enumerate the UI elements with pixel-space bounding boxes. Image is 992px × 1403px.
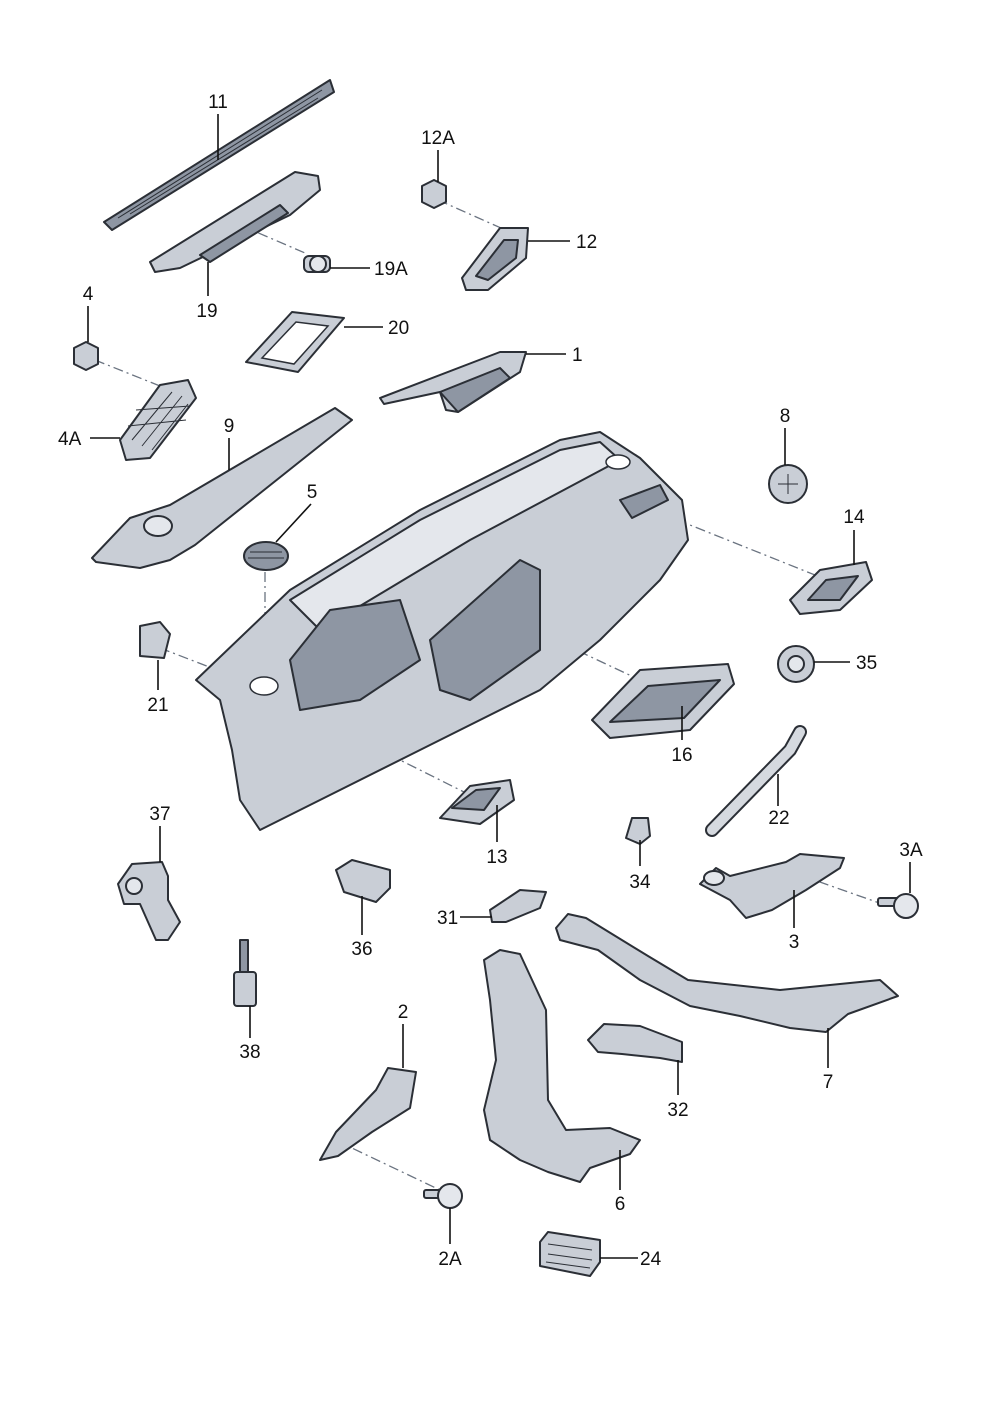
part-4a-speaker-grille xyxy=(119,379,197,461)
label-8: 8 xyxy=(780,406,791,427)
label-38: 38 xyxy=(239,1042,260,1063)
part-5-speaker-cover xyxy=(243,541,289,571)
part-14-side-vent xyxy=(789,561,873,615)
part-2-rear-duct xyxy=(319,1067,417,1161)
part-24-grille xyxy=(539,1231,601,1277)
part-labels: 11 12A 12 19A 19 4 20 1 4A 9 8 5 14 21 3… xyxy=(58,92,923,1270)
leader-lines xyxy=(87,114,911,1259)
part-6-floor-duct xyxy=(483,949,641,1183)
part-21-clip xyxy=(139,621,171,659)
part-11-defroster-strip xyxy=(103,79,335,231)
part-37-bracket xyxy=(117,861,181,941)
label-2: 2 xyxy=(398,1002,409,1023)
part-19a-clip xyxy=(303,255,331,273)
label-21: 21 xyxy=(147,695,168,716)
part-3-duct xyxy=(699,853,845,919)
label-11: 11 xyxy=(208,92,228,113)
label-5: 5 xyxy=(307,482,318,503)
part-12-vent-grille xyxy=(461,227,529,291)
part-8-cap xyxy=(768,464,808,504)
label-3: 3 xyxy=(789,932,800,953)
part-7-long-duct xyxy=(555,913,899,1033)
label-19: 19 xyxy=(196,301,217,322)
label-20: 20 xyxy=(388,318,409,339)
label-3a: 3A xyxy=(899,840,923,861)
part-16-center-vent xyxy=(591,663,735,739)
label-22: 22 xyxy=(768,808,789,829)
label-12: 12 xyxy=(576,232,597,253)
label-7: 7 xyxy=(823,1072,834,1093)
dashboard-main-body xyxy=(195,431,689,831)
label-13: 13 xyxy=(486,847,507,868)
label-2a: 2A xyxy=(438,1249,462,1270)
part-1-storage-tray xyxy=(379,351,527,413)
part-36-switch xyxy=(335,859,391,903)
label-36: 36 xyxy=(351,939,372,960)
part-13-left-vent xyxy=(439,779,515,825)
label-1: 1 xyxy=(572,345,583,366)
label-16: 16 xyxy=(671,745,692,766)
label-34: 34 xyxy=(629,872,651,893)
part-35-round-knob xyxy=(777,645,815,683)
part-32-duct-piece xyxy=(587,1023,683,1063)
part-34-clip xyxy=(625,817,651,845)
label-31: 31 xyxy=(437,908,458,929)
label-32: 32 xyxy=(667,1100,688,1121)
part-38-sensor xyxy=(233,939,257,1007)
label-19a: 19A xyxy=(374,259,408,280)
label-4: 4 xyxy=(83,284,94,305)
part-19-defroster-vent xyxy=(149,171,321,273)
part-22-hose xyxy=(705,725,807,837)
part-3a-screw xyxy=(877,893,919,919)
part-4-nut xyxy=(73,341,99,371)
label-24: 24 xyxy=(640,1249,662,1270)
part-9-a-pillar-trim xyxy=(91,407,353,569)
label-35: 35 xyxy=(856,653,877,674)
label-4a: 4A xyxy=(58,429,82,450)
label-12a: 12A xyxy=(421,128,455,149)
part-12a-nut xyxy=(421,179,447,209)
part-2a-screw xyxy=(423,1183,463,1209)
part-20-frame xyxy=(245,311,345,373)
label-9: 9 xyxy=(224,416,235,437)
label-14: 14 xyxy=(843,507,865,528)
label-37: 37 xyxy=(149,804,170,825)
label-6: 6 xyxy=(615,1194,626,1215)
part-31-small-vent xyxy=(489,889,547,923)
